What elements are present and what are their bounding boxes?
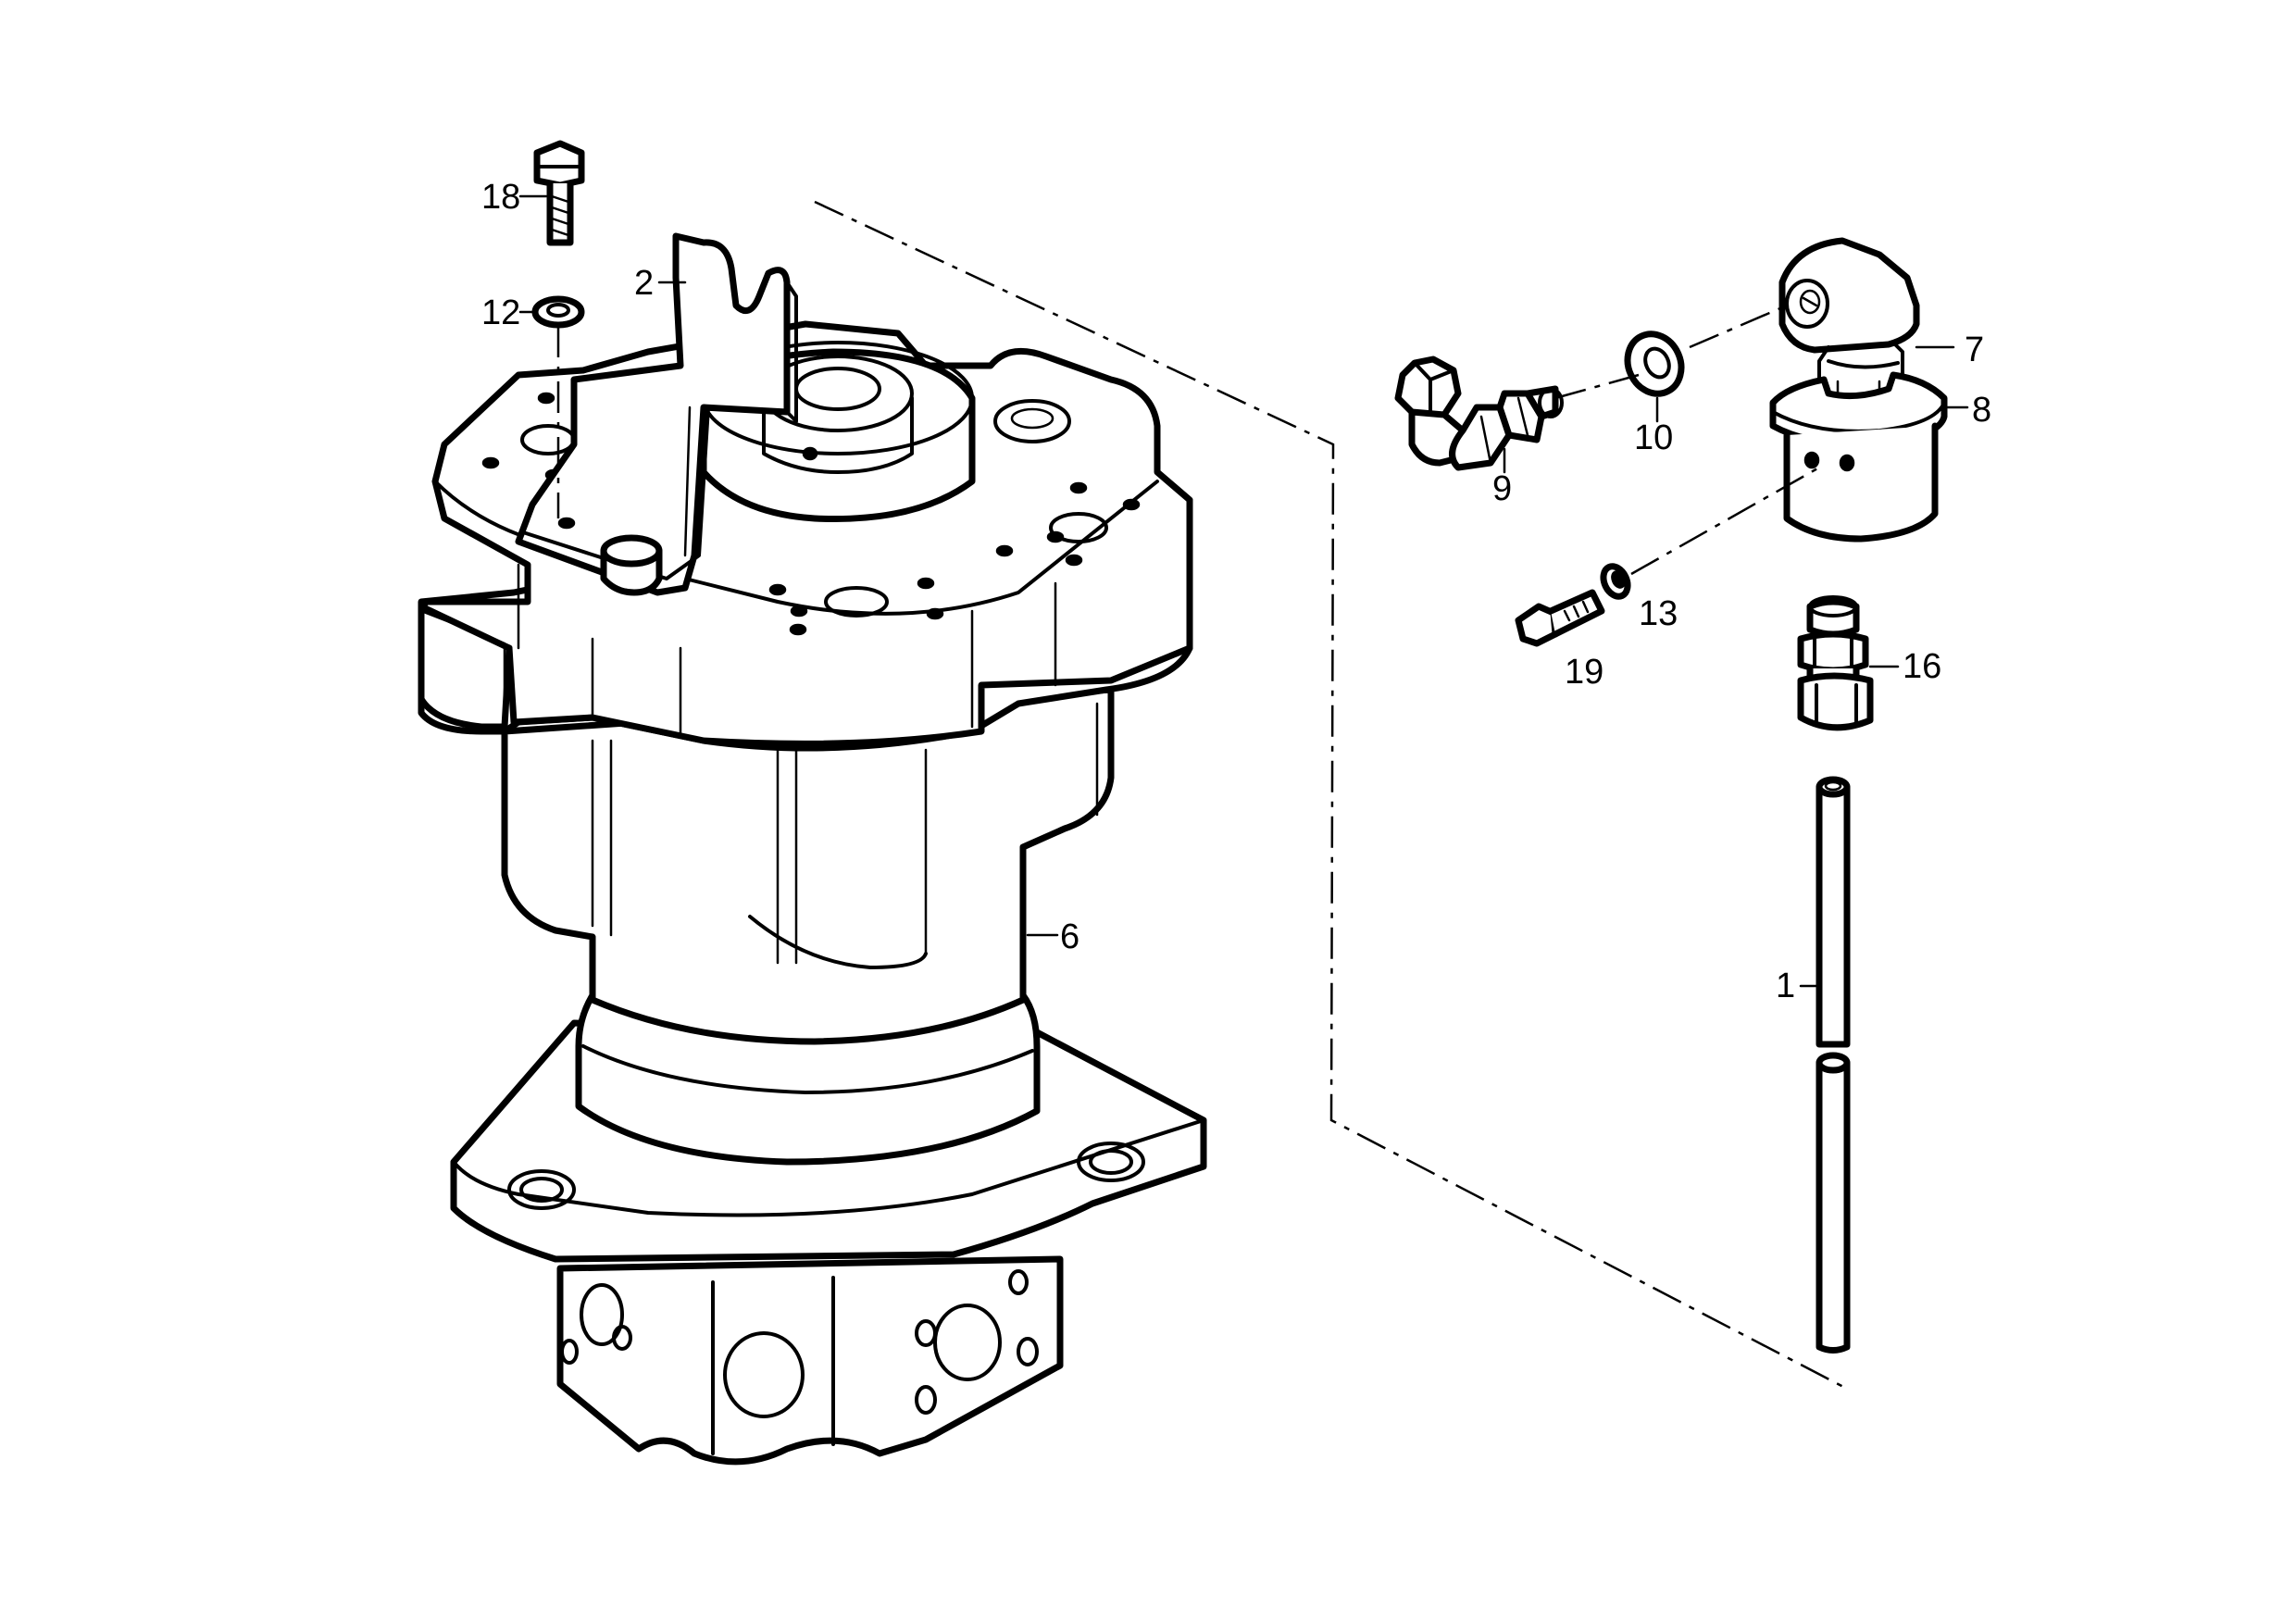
callout-2: 2 xyxy=(634,264,654,303)
washer-12 xyxy=(531,295,585,329)
callout-12: 12 xyxy=(481,293,520,332)
fitting-8 xyxy=(1769,371,1948,543)
callout-10: 10 xyxy=(1634,418,1673,457)
assembly-line-13-8 xyxy=(1630,466,1820,576)
washer-10 xyxy=(1624,331,1685,397)
callout-13: 13 xyxy=(1639,594,1678,633)
assembly-line-9-10 xyxy=(1554,373,1640,400)
assembly-outline xyxy=(814,200,1848,1391)
leader-lines xyxy=(518,194,1969,988)
bracket xyxy=(515,232,798,596)
callout-16: 16 xyxy=(1903,647,1941,686)
callout-1: 1 xyxy=(1776,967,1795,1005)
callout-19: 19 xyxy=(1565,653,1603,692)
callout-18: 18 xyxy=(481,178,520,217)
bolt-19 xyxy=(1515,589,1605,647)
washer-13 xyxy=(1600,563,1631,600)
connector-16 xyxy=(1797,595,1874,731)
callout-9: 9 xyxy=(1492,469,1512,508)
callout-7: 7 xyxy=(1965,331,1984,369)
callout-8: 8 xyxy=(1972,391,1991,430)
bolt-18 xyxy=(533,140,585,246)
callout-6: 6 xyxy=(1060,917,1079,956)
assembly-line-10-7 xyxy=(1689,304,1788,349)
tube-1 xyxy=(1816,776,1851,1354)
elbow-fitting-9 xyxy=(1394,356,1564,471)
